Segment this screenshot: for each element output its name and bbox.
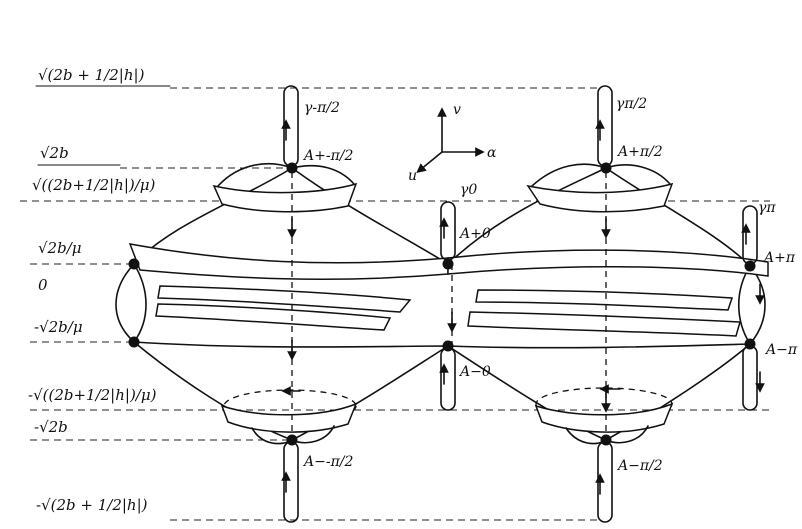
cap-band-lower-left <box>220 402 358 433</box>
band-upper-left <box>128 243 449 280</box>
label-A-minus-0: A−0 <box>458 364 491 380</box>
level-label-zero: 0 <box>38 276 48 294</box>
axis-u-arrow <box>416 151 443 174</box>
axis-alpha-label: α <box>487 145 497 161</box>
orbit-gpi-bottom <box>742 345 758 411</box>
label-A-minus-pi2: A−π/2 <box>616 458 663 474</box>
dot-A-minus-pi2 <box>600 434 612 446</box>
orbit-g0-bottom <box>440 347 456 411</box>
dot-A-plus-pi2 <box>600 162 612 174</box>
cap-upper-left <box>217 163 355 187</box>
dot-A-minus-0 <box>442 340 454 352</box>
dot-left-upper <box>128 258 140 270</box>
level-labels: √(2b + 1/2|h|) √2b √((2b+1/2|h|)/μ) √2b/… <box>28 66 171 514</box>
label-A-plus-minus-pi2: A+-π/2 <box>302 148 353 164</box>
level-label-bottom: -√(2b + 1/2|h|) <box>36 496 148 514</box>
middle-left-upper-envelope <box>291 167 449 265</box>
equilibrium-points <box>128 162 756 446</box>
axis-v-label: v <box>453 102 461 118</box>
label-A-minus-minus-pi2: A−-π/2 <box>302 454 353 470</box>
level-label-neg-sqrt2b: -√2b <box>34 418 68 436</box>
level-label-top: √(2b + 1/2|h|) <box>38 66 145 84</box>
level-label-sqrt2b-mu: √2b/μ <box>38 239 82 257</box>
band-low-left <box>155 303 392 331</box>
level-label-sqrt2b: √2b <box>40 144 69 162</box>
dot-A-minus-pi <box>744 338 756 350</box>
cap-band-upper-left <box>212 182 358 213</box>
dot-left-lower <box>128 336 140 348</box>
middle-right-upper-envelope <box>447 167 607 265</box>
cap-band-upper-right <box>526 182 674 213</box>
dot-A-plus-0 <box>442 258 454 270</box>
vertical-orbits <box>281 85 765 523</box>
label-A-plus-pi2: A+π/2 <box>616 144 663 160</box>
cap-band-lower-right <box>534 402 674 433</box>
band-low-right <box>467 311 741 337</box>
level-label-sqrt-mu: √((2b+1/2|h|)/μ) <box>32 176 156 194</box>
label-g-pi2: γπ/2 <box>616 96 647 112</box>
point-labels: A+-π/2 A+π/2 A+0 A+π A−π A−0 A−-π/2 A−π/… <box>302 144 798 474</box>
dot-A-plus-pi <box>744 260 756 272</box>
dot-A-plus-minus-pi2 <box>286 162 298 174</box>
dot-A-minus-minus-pi2 <box>286 434 298 446</box>
left-separatrix-loop <box>115 263 147 343</box>
label-A-plus-pi: A+π <box>762 250 796 266</box>
band-mid-right <box>475 289 734 311</box>
band-upper-right <box>447 249 769 277</box>
lower-envelope-line <box>133 341 751 349</box>
axes-glyph: v α u <box>408 102 497 184</box>
level-label-neg-sqrt2b-mu: -√2b/μ <box>34 318 83 336</box>
orbit-gpi-top <box>742 205 758 265</box>
orbit-g0-top <box>440 201 456 261</box>
right-upper-envelope <box>605 167 751 267</box>
level-label-neg-sqrt-mu: -√((2b+1/2|h|)/μ) <box>28 386 157 404</box>
gamma-labels: γ-π/2 γπ/2 γ0 γπ <box>304 96 776 216</box>
hatched-bands <box>128 163 769 445</box>
band-mid-left <box>157 285 412 313</box>
axis-u-label: u <box>408 168 417 184</box>
label-g-pi: γπ <box>758 200 776 216</box>
label-A-minus-pi: A−π <box>764 342 798 358</box>
label-g-minus-pi2: γ-π/2 <box>304 100 340 116</box>
label-A-plus-0: A+0 <box>458 226 491 242</box>
label-g-0: γ0 <box>460 182 477 198</box>
right-separatrix-loop <box>737 265 766 345</box>
